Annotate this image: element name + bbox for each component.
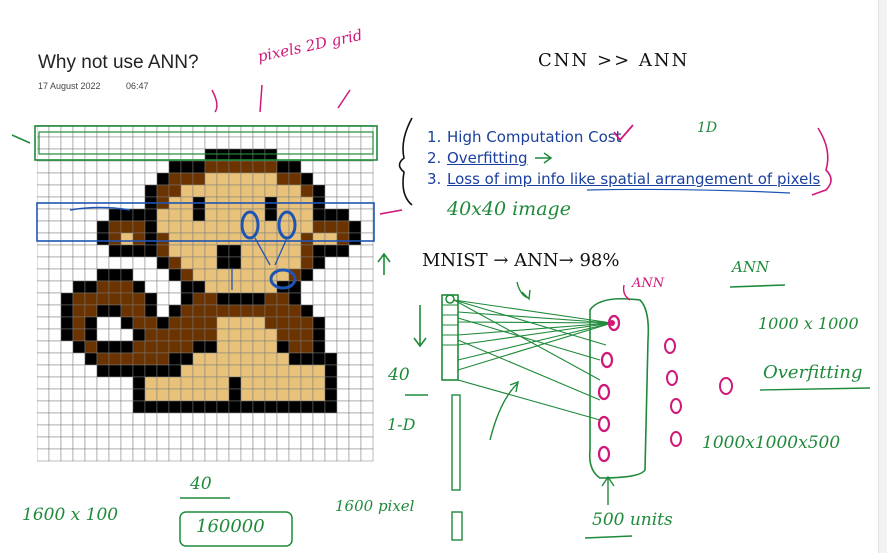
page-date: 17 August 2022	[38, 81, 101, 91]
ink-ann-right-top: ANN	[632, 276, 665, 291]
ink-brace	[398, 117, 413, 206]
ink-top-row-box-inner	[38, 131, 374, 155]
ink-down-arrow-3	[337, 89, 351, 109]
reasons-list: 1.High Computation Cost 2.Overfitting 3.…	[427, 127, 820, 190]
ink-overfit-arrow	[535, 152, 553, 164]
ink-hidden-nodes	[597, 314, 621, 463]
ink-image-40x40: 40x40 image	[447, 198, 571, 220]
ink-hidden-layer-box	[588, 297, 650, 479]
list-item: 3.Loss of imp info like spatial arrangem…	[427, 170, 821, 188]
ink-label-500-units: 500 units	[592, 510, 673, 530]
list-item: 2.Overfitting	[427, 149, 528, 167]
ink-down-arrow-1	[211, 89, 218, 113]
ink-arrow-curve-1	[516, 281, 531, 301]
ink-label-160000: 160000	[196, 516, 265, 537]
ink-param-count: 1000x1000x500	[702, 433, 841, 453]
ink-arrow-up-500	[601, 475, 615, 505]
ink-nose	[269, 268, 297, 290]
ink-label-40-bottom: 40	[190, 474, 212, 494]
ink-input-column-bottom	[451, 511, 463, 541]
ink-input-column-lower	[451, 394, 461, 491]
pixel-cell	[360, 448, 374, 462]
ink-label-1600-pixels: 1600 pixel	[335, 497, 415, 515]
ink-one-d-top: 1D	[697, 120, 718, 136]
ink-down-arrow-2	[259, 84, 263, 113]
ink-blue-row-box	[36, 202, 375, 242]
ink-ann-label: ANN	[732, 258, 770, 276]
ink-arrow-curve-2	[489, 380, 519, 441]
ink-down-arrow-input	[413, 305, 427, 348]
ink-blue-arrow	[69, 206, 131, 211]
ink-label-40-side: 40	[388, 365, 410, 385]
ink-underline-3	[586, 188, 791, 194]
ink-input-ticks	[442, 304, 458, 346]
ink-input-column	[441, 294, 459, 381]
ink-160000-box	[179, 511, 293, 547]
pixel-art-monkey-grid	[37, 125, 374, 462]
ink-magenta-brace	[811, 127, 832, 196]
ink-500-underline	[584, 535, 633, 539]
page-title: Why not use ANN?	[38, 52, 199, 73]
ink-up-arrow-grid	[377, 252, 391, 275]
ink-input-node	[445, 294, 455, 304]
list-item: 1.High Computation Cost	[427, 128, 622, 146]
vertical-scrollbar[interactable]	[878, 0, 887, 553]
ink-cnn-vs-ann: CNN >> ANN	[538, 50, 690, 71]
ink-blue-lines	[231, 237, 288, 290]
page-time: 06:47	[126, 81, 149, 91]
ink-magenta-arrow	[379, 209, 403, 215]
ink-label-1d: 1-D	[387, 415, 416, 434]
ink-output-nodes	[664, 338, 733, 447]
ink-check	[613, 124, 634, 142]
ink-hidden-dot	[609, 320, 615, 326]
ink-eye-right	[277, 210, 297, 240]
ink-connections	[453, 299, 613, 421]
ink-ann-underline	[729, 284, 786, 288]
ink-top-row-box	[34, 125, 378, 161]
ink-mnist: MNIST → ANN→ 98%	[422, 250, 620, 271]
ink-overfit-underline	[759, 387, 871, 391]
ink-left-arrow	[11, 134, 31, 144]
ink-eye-left	[240, 210, 260, 240]
ink-overfitting: Overfitting	[763, 362, 863, 383]
ink-ann-arrow	[622, 284, 631, 301]
ink-label-1600x100: 1600 x 100	[22, 505, 119, 525]
ink-1000x1000: 1000 x 1000	[758, 314, 859, 333]
